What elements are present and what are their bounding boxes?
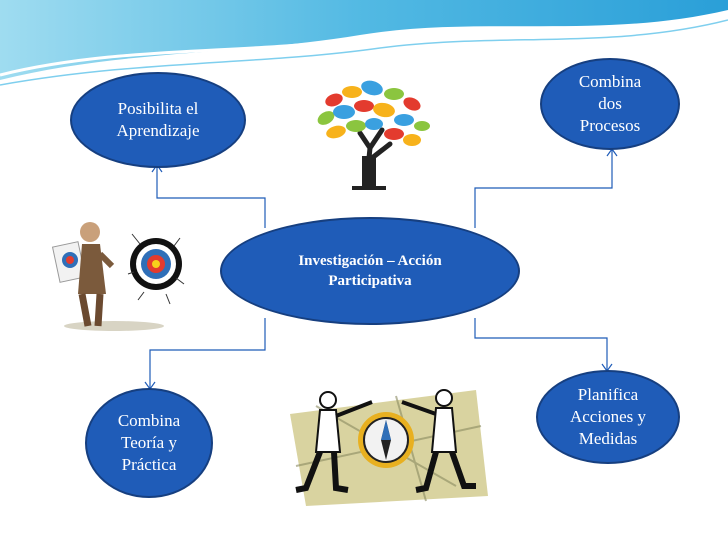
node-bottom-right: Planifica Acciones y Medidas (536, 370, 680, 464)
arrowhead-top-right (606, 147, 618, 157)
connector-bottom-right (474, 318, 608, 370)
center-node: Investigación – Acción Participativa (220, 217, 520, 325)
businessmen-compass-illustration (290, 389, 488, 506)
node-top-right-label: Combina dos Procesos (578, 72, 642, 135)
node-bottom-right-label: Planifica Acciones y Medidas (569, 385, 646, 448)
businessman-target-illustration (52, 214, 190, 332)
connector-top-right (474, 150, 613, 228)
node-top-right: Combina dos Procesos (540, 58, 680, 150)
center-node-label: Investigación – Acción Participativa (298, 253, 442, 289)
header-wave-decoration (0, 0, 728, 86)
node-top-left-label: Posibilita el Aprendizaje (116, 99, 200, 140)
node-top-left: Posibilita el Aprendizaje (70, 72, 246, 168)
node-bottom-left-label: Combina Teoría y Práctica (117, 411, 181, 474)
tree-illustration (317, 80, 430, 190)
node-bottom-left: Combina Teoría y Práctica (85, 388, 213, 498)
